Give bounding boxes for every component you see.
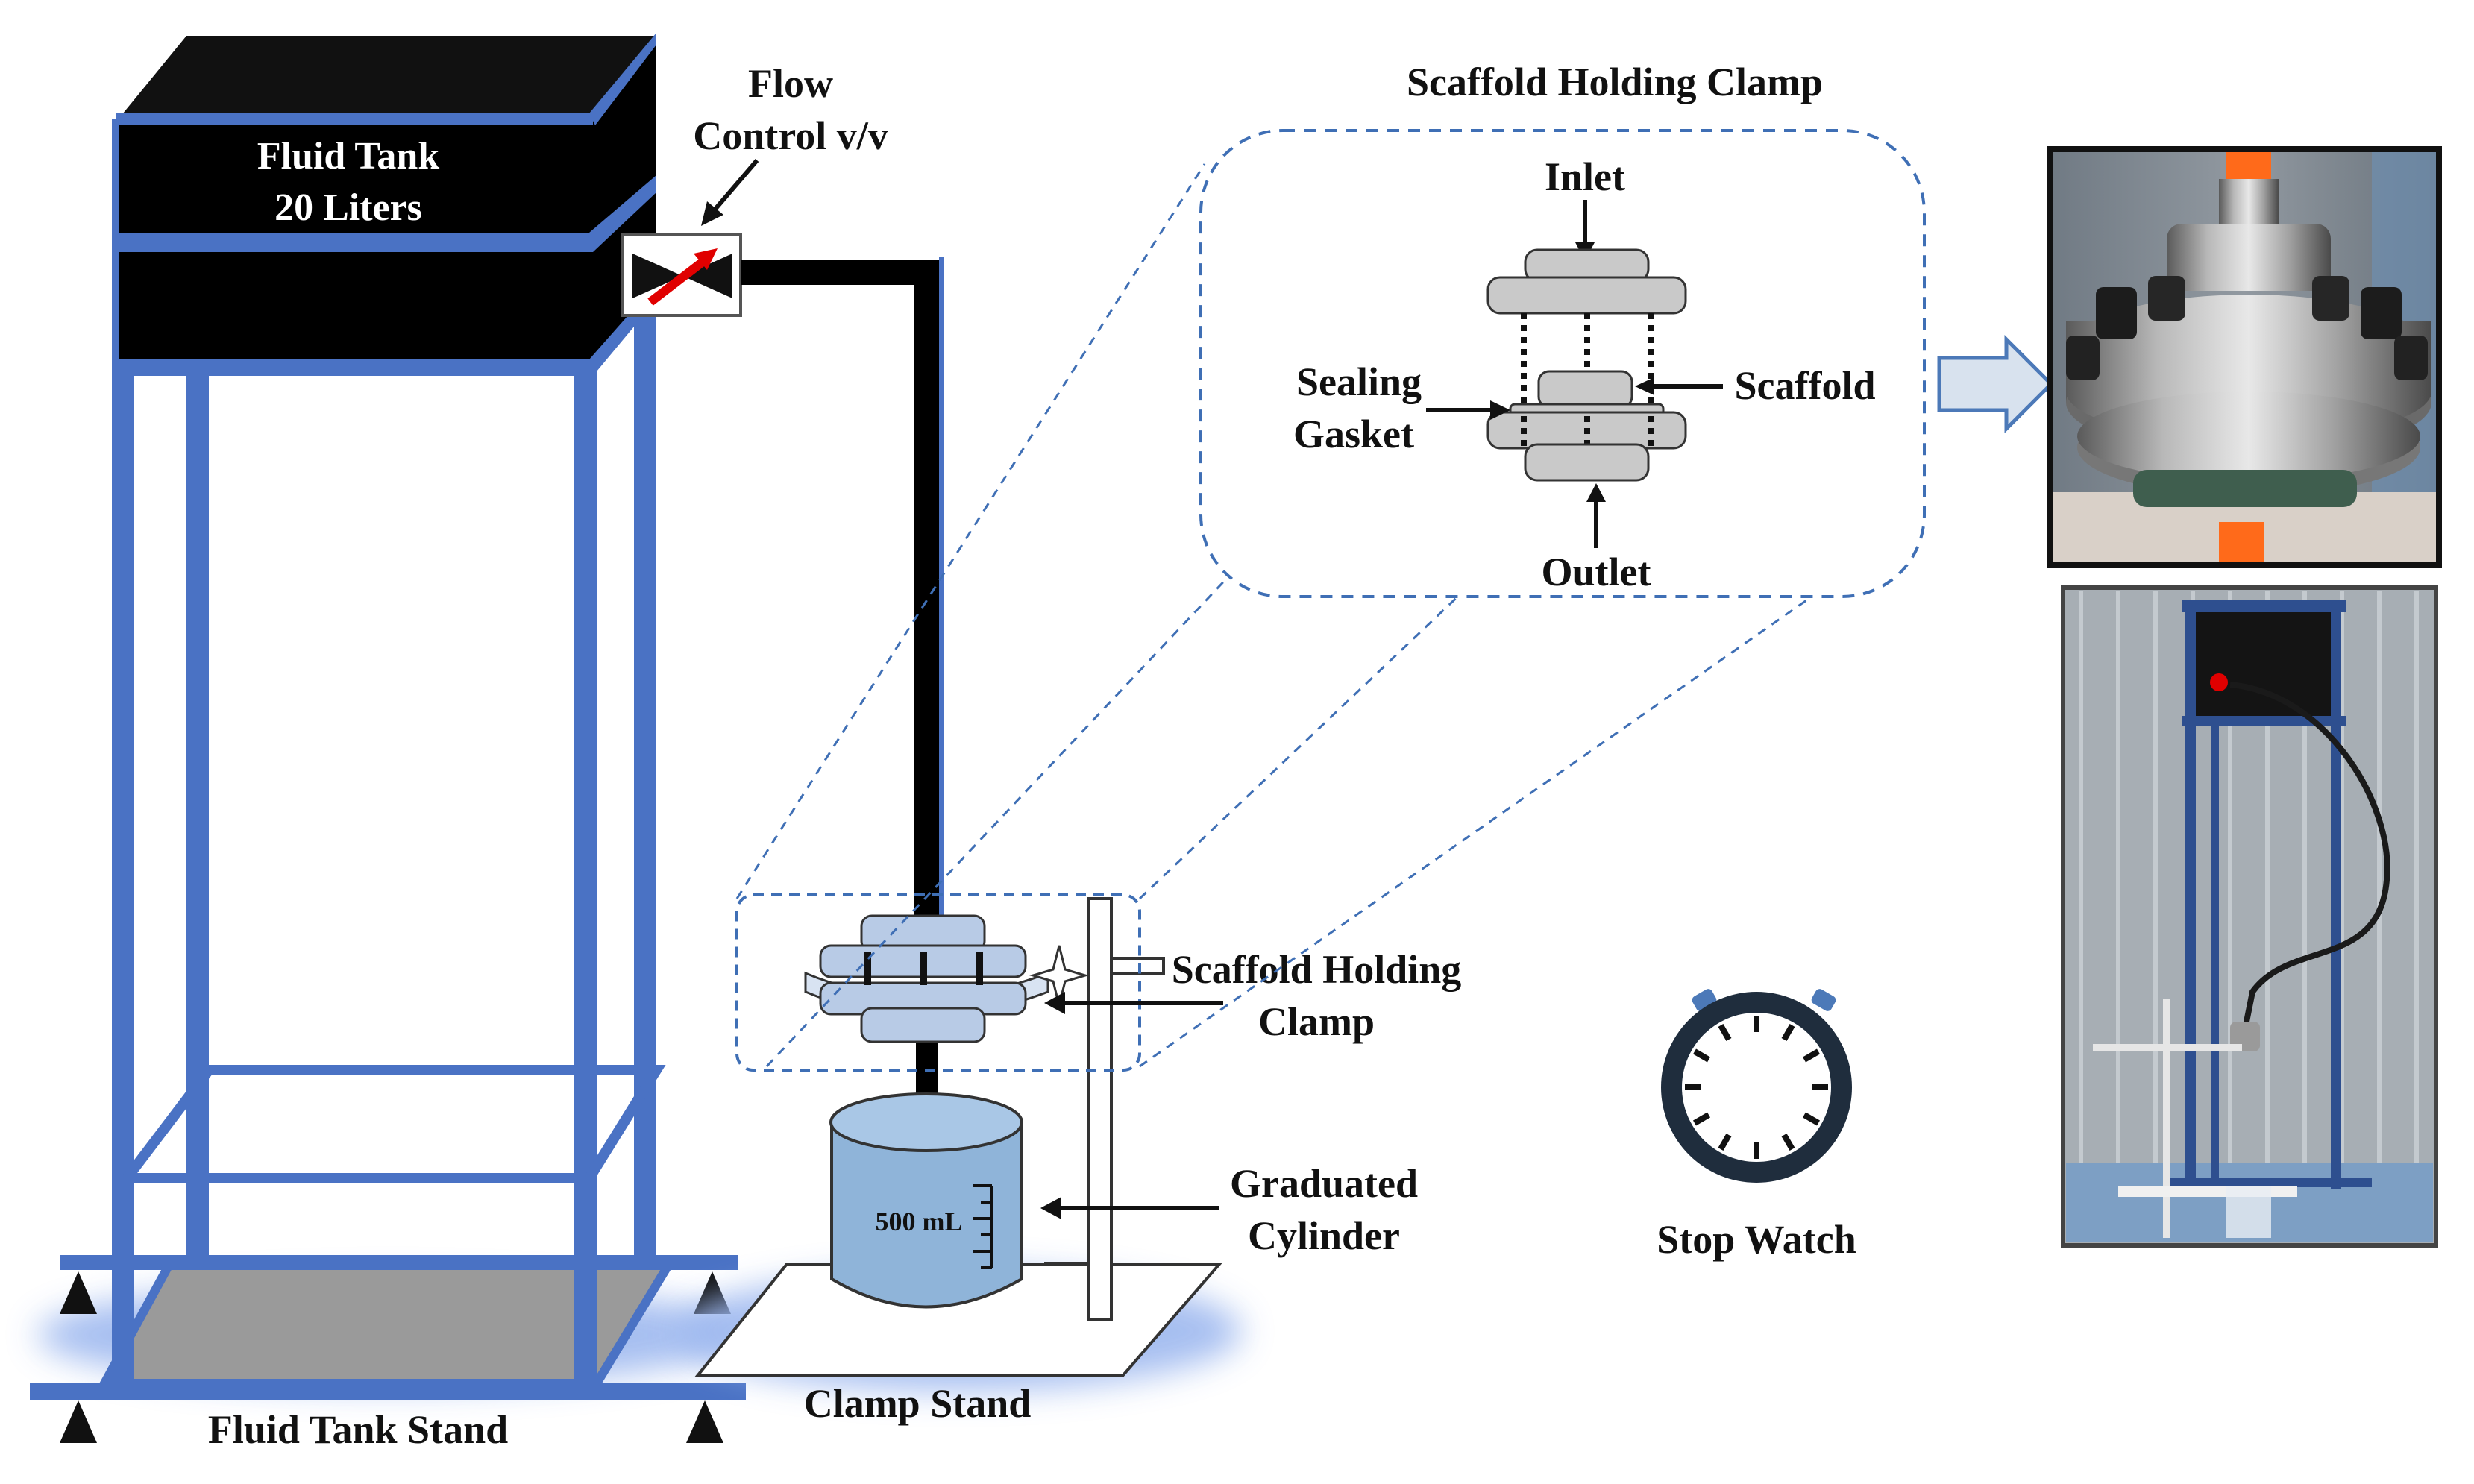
block-arrow-right-icon [1937, 334, 2054, 434]
stand-foot-1 [60, 1271, 97, 1314]
small-clamp-dashed-box [735, 893, 1141, 1072]
valve-symbol-icon [632, 254, 682, 298]
flow-control-label-line1: Flow [748, 61, 833, 106]
holding-clamp-label-line1: Scaffold Holding [1172, 947, 1462, 992]
clamp-detail-title: Scaffold Holding Clamp [1407, 60, 1823, 104]
stopwatch-button-right [1811, 989, 1836, 1011]
outlet-pointer-head [1586, 483, 1606, 502]
sealing-gasket-label-line1: Sealing [1296, 359, 1422, 404]
holding-clamp-label-line2: Clamp [1258, 999, 1375, 1044]
cylinder-volume-label: 500 mL [876, 1207, 963, 1236]
stop-watch-label: Stop Watch [1657, 1217, 1856, 1262]
tank-frame-mid [116, 233, 593, 252]
tank-top [119, 36, 656, 118]
graduated-cylinder: 500 mL Graduated Cylinder [829, 1092, 1418, 1309]
graduated-cylinder-label-line2: Cylinder [1248, 1213, 1400, 1258]
graduated-cylinder-pointer-head [1040, 1197, 1061, 1219]
tank-frame-top [116, 113, 593, 125]
sealing-gasket-pointer-head [1490, 400, 1510, 420]
cylinder-scale [973, 1184, 993, 1269]
stand-foot-3 [60, 1400, 97, 1443]
clamp-detail: Scaffold Holding Clamp Inlet Scaffold Se… [1199, 60, 1926, 598]
small-scaffold-clamp: Scaffold Holding Clamp [735, 893, 1462, 1072]
clamp-detail-dashed-box [1199, 129, 1926, 598]
tank-frame-bottom [116, 359, 593, 376]
stand-rail-back [60, 1255, 738, 1270]
flow-control-label-line2: Control v/v [693, 113, 888, 158]
tank-frame-side-top [589, 33, 656, 125]
valve-symbol-icon-2 [682, 254, 732, 298]
stand-rail-front [30, 1383, 746, 1400]
outlet-label: Outlet [1542, 550, 1651, 594]
flow-control-pointer-head [701, 201, 723, 226]
inlet-label: Inlet [1545, 154, 1625, 199]
small-clamp-bolts [864, 952, 983, 985]
tank-label-line1: Fluid Tank [257, 135, 439, 177]
clamp-stand-rod [1087, 897, 1113, 1321]
stopwatch-ticks [1685, 1016, 1828, 1159]
fluid-tank: Fluid Tank 20 Liters [116, 33, 656, 376]
pipe-line [741, 260, 940, 917]
graduated-cylinder-label-line1: Graduated [1230, 1161, 1418, 1206]
cylinder-top [829, 1092, 1023, 1152]
detail-bolts-upper [1521, 313, 1654, 406]
valve-red-arrow-shaft [647, 254, 712, 306]
stopwatch-icon: Stop Watch [1657, 989, 1856, 1262]
clamp-photo-icon [2047, 146, 2442, 568]
clamp-stand [675, 897, 1242, 1391]
valve-red-arrow-head [694, 248, 718, 270]
flow-control-pointer-arrow [710, 159, 759, 214]
clamp-stand-arm [1110, 957, 1165, 975]
flow-control-valve: Flow Control v/v [621, 61, 888, 317]
detail-scaffold [1537, 370, 1633, 409]
setup-photo-icon [2061, 585, 2438, 1248]
scaffold-pointer-head [1635, 377, 1654, 395]
detail-bolts-lower [1521, 416, 1654, 447]
sealing-gasket-label-line2: Gasket [1293, 412, 1414, 456]
fluid-tank-stand-label: Fluid Tank Stand [208, 1407, 508, 1452]
fluid-pipe [741, 257, 944, 1096]
small-clamp-bottom-cap [860, 1007, 986, 1043]
cylinder-body [830, 1121, 1023, 1309]
detail-top-flange [1486, 276, 1687, 315]
stopwatch-face [1682, 1013, 1831, 1162]
detail-bottom-cap [1524, 443, 1650, 482]
tank-label-line2: 20 Liters [274, 186, 422, 229]
tank-frame-side-mid [589, 175, 656, 252]
clamp-stand-label: Clamp Stand [804, 1381, 1032, 1426]
scaffold-label: Scaffold [1735, 363, 1876, 408]
holding-clamp-pointer-head [1044, 992, 1065, 1014]
stand-back-post-left [186, 350, 209, 1268]
stand-foot-4 [686, 1400, 723, 1443]
